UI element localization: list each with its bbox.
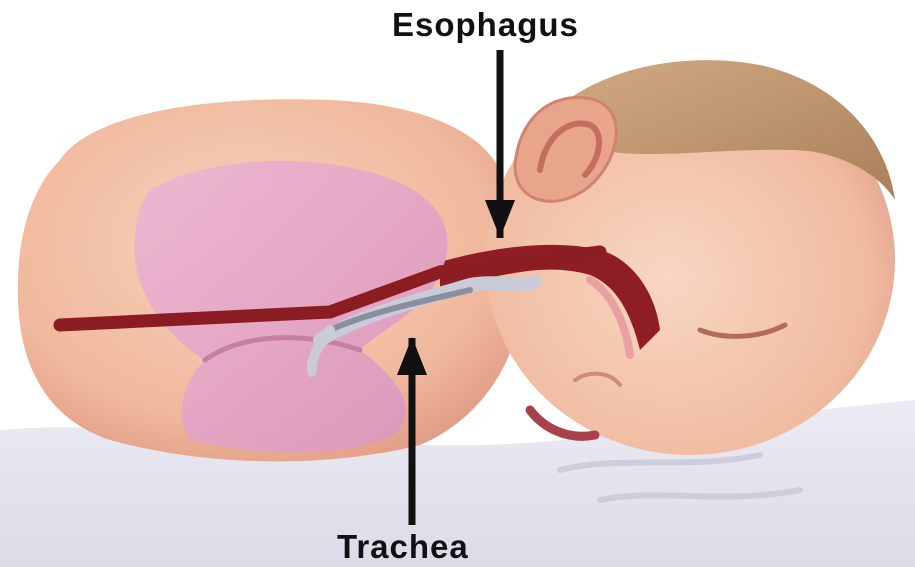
trachea-label: Trachea [337, 530, 469, 563]
esophagus-label: Esophagus [392, 8, 579, 41]
